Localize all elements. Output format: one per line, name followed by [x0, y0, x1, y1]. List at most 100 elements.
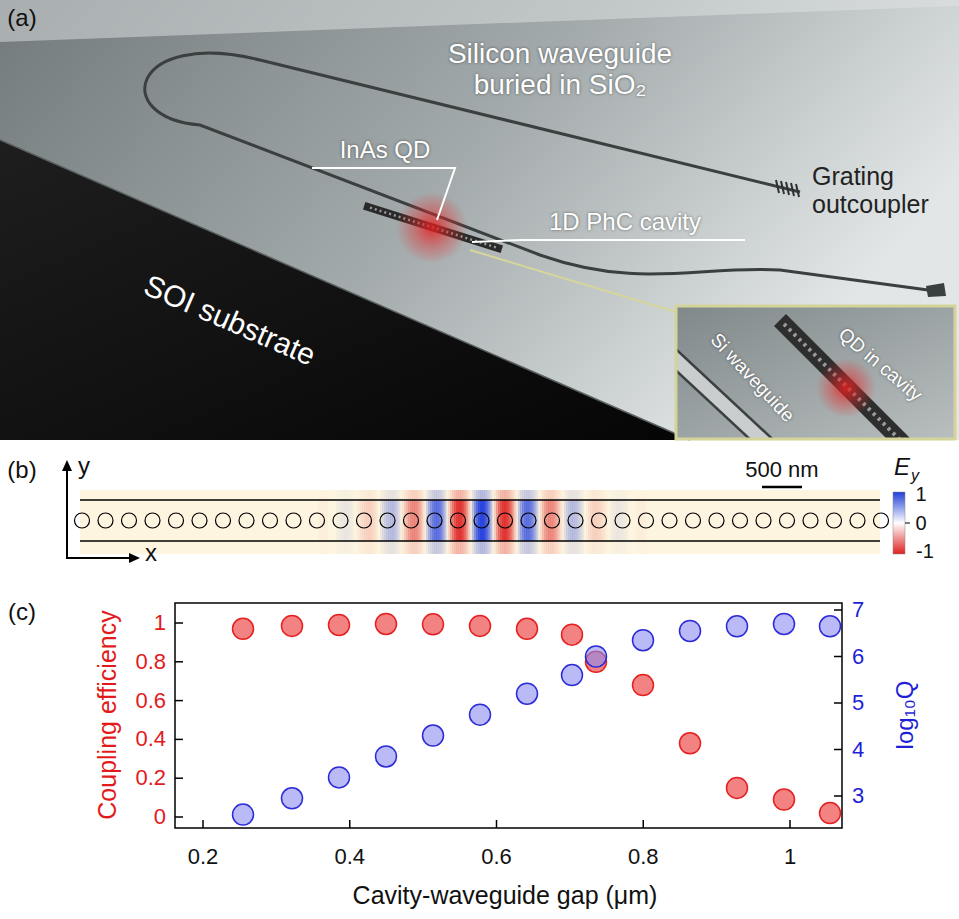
field-stripe	[392, 490, 394, 500]
field-stripe	[532, 490, 534, 500]
field-stripe	[508, 500, 510, 541]
field-stripe	[356, 541, 358, 554]
field-stripe	[396, 500, 398, 541]
field-stripe	[612, 490, 614, 500]
field-stripe	[620, 490, 622, 500]
field-stripe	[462, 500, 464, 541]
field-stripe	[448, 490, 450, 500]
q-point	[376, 746, 397, 767]
field-stripe	[326, 500, 328, 541]
field-stripe	[426, 490, 428, 500]
field-stripe	[406, 500, 408, 541]
field-stripe	[604, 490, 606, 500]
field-stripe	[636, 541, 638, 554]
field-stripe	[624, 490, 626, 500]
field-stripe	[338, 490, 340, 500]
field-stripe	[414, 490, 416, 500]
field-stripe	[618, 541, 620, 554]
field-stripe	[540, 541, 542, 554]
field-stripe	[588, 500, 590, 541]
field-stripe	[452, 500, 454, 541]
axis-tick	[349, 820, 351, 828]
field-stripe	[338, 500, 340, 541]
field-stripe	[470, 541, 472, 554]
field-stripe	[344, 541, 346, 554]
phc-hole	[427, 513, 442, 528]
field-stripe	[518, 500, 520, 541]
field-stripe	[494, 490, 496, 500]
field-stripe	[626, 500, 628, 541]
field-stripe	[386, 500, 388, 541]
tick-label: 1	[784, 845, 796, 869]
field-stripe	[422, 500, 424, 541]
field-stripe	[522, 541, 524, 554]
field-stripe	[344, 500, 346, 541]
field-stripe	[352, 500, 354, 541]
field-stripe	[558, 541, 560, 554]
field-stripe	[382, 490, 384, 500]
field-stripe	[324, 541, 326, 554]
field-stripe	[370, 490, 372, 500]
field-stripe	[582, 541, 584, 554]
field-stripe	[364, 500, 366, 541]
field-stripe	[472, 541, 474, 554]
field-stripe	[570, 541, 572, 554]
field-stripe	[570, 490, 572, 500]
field-stripe	[484, 500, 486, 541]
field-stripe	[504, 541, 506, 554]
field-stripe	[418, 541, 420, 554]
field-stripe	[590, 490, 592, 500]
colorbar-tick-label: 1	[915, 483, 926, 505]
field-stripe	[362, 490, 364, 500]
field-stripe	[412, 500, 414, 541]
field-stripe	[600, 490, 602, 500]
field-stripe	[602, 490, 604, 500]
field-stripe	[438, 541, 440, 554]
tick-label: 0.6	[135, 689, 166, 713]
field-stripe	[446, 500, 448, 541]
grating-teeth	[776, 180, 799, 197]
field-stripe	[458, 490, 460, 500]
field-stripe	[462, 541, 464, 554]
field-stripe	[442, 541, 444, 554]
tick-label: 0.2	[188, 845, 219, 869]
efficiency-point	[633, 675, 654, 696]
field-stripe	[494, 500, 496, 541]
axis-tick	[175, 816, 183, 818]
field-stripe	[582, 490, 584, 500]
field-stripe	[450, 541, 452, 554]
field-stripe	[500, 541, 502, 554]
axis-label: y	[78, 453, 90, 479]
field-stripe	[622, 541, 624, 554]
field-stripe	[554, 490, 556, 500]
field-stripe	[516, 541, 518, 554]
field-stripe	[640, 500, 642, 541]
field-stripe	[428, 490, 430, 500]
phc-hole	[803, 513, 818, 528]
field-stripe	[540, 490, 542, 500]
field-stripe	[586, 500, 588, 541]
field-stripe	[384, 541, 386, 554]
field-stripe	[492, 500, 494, 541]
efficiency-point	[376, 613, 397, 634]
field-stripe	[468, 490, 470, 500]
q-point	[423, 725, 444, 746]
field-stripe	[376, 500, 378, 541]
field-stripe	[610, 541, 612, 554]
field-stripe	[444, 541, 446, 554]
phc-hole	[474, 513, 489, 528]
field-stripe	[376, 541, 378, 554]
field-stripe	[532, 541, 534, 554]
field-stripe	[468, 500, 470, 541]
field-stripe	[508, 490, 510, 500]
field-stripe	[638, 490, 640, 500]
colorbar-tick-label: 0	[915, 512, 926, 534]
field-stripe	[372, 500, 374, 541]
phc-hole	[380, 513, 395, 528]
field-stripe	[522, 500, 524, 541]
field-stripe	[368, 490, 370, 500]
axis-tick	[834, 702, 842, 704]
colorbar-subscript: y	[911, 467, 919, 485]
field-stripe	[366, 500, 368, 541]
panel-label: (a)	[7, 5, 36, 31]
